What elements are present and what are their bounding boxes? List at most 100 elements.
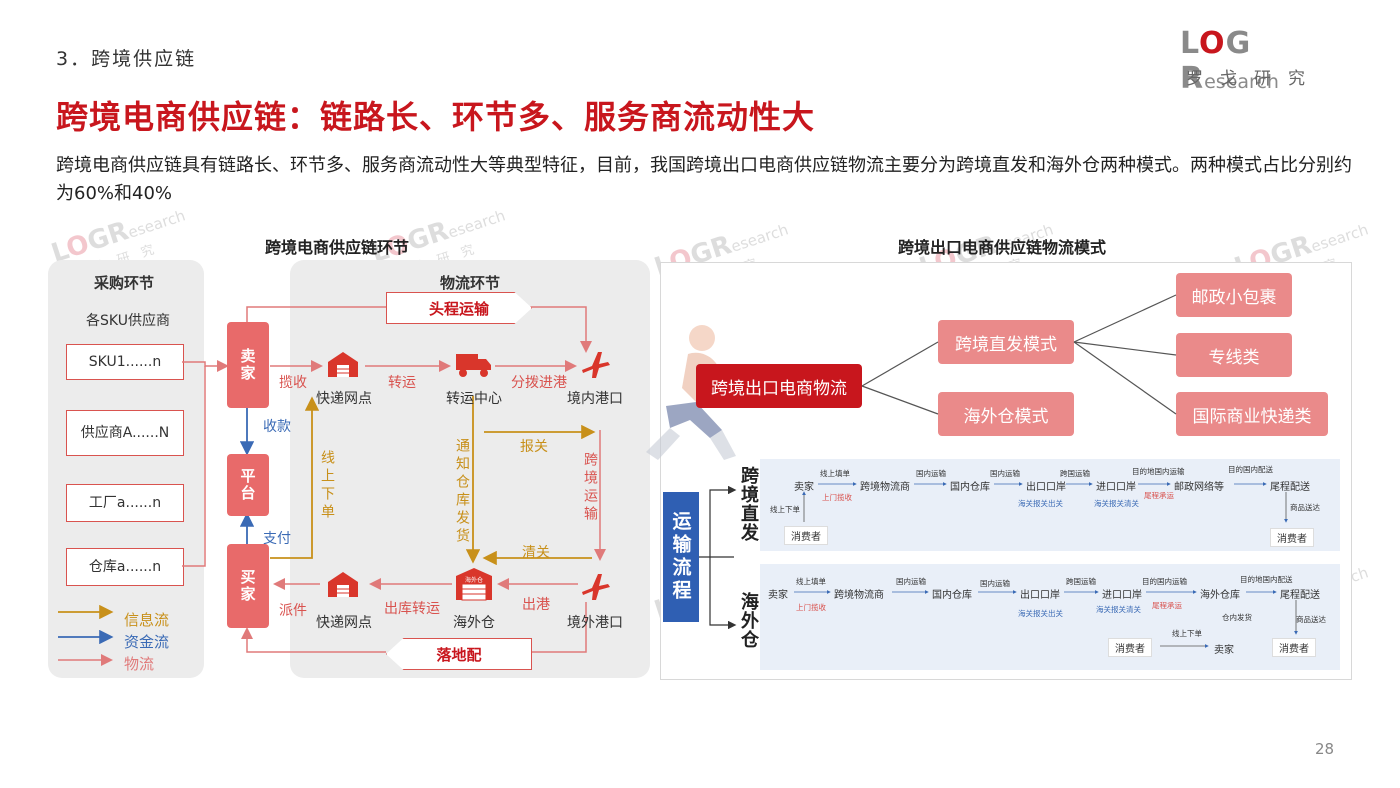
warehouse-icon [328,572,358,597]
supplier-box: 供应商A......N [66,410,184,456]
transport-process-label: 运输流程 [663,492,699,622]
overseas-flow-arrows [794,590,1298,648]
root-node: 跨境出口电商物流 [696,364,862,408]
seller-node: 卖家 [227,322,269,408]
airplane-icon [582,574,610,600]
edge-label-deliver: 派件 [279,603,307,619]
flow-node: 卖家 [794,482,814,493]
flow-sub-label: 商品送达 [1290,503,1320,512]
right-diagram-title: 跨境出口电商供应链物流模式 [898,238,1107,257]
overseas-warehouse-label: 海外仓 [453,615,495,631]
logo-chinese: 罗戈研究 [1186,69,1322,89]
platform-node: 平台 [227,454,269,516]
flow-node: 出口口岸 [1020,590,1060,601]
section-number: 3．跨境供应链 [56,48,197,70]
overseas-flow-band [760,564,1340,670]
logistics-title: 物流环节 [440,274,501,292]
flow-node: 国内仓库 [932,590,972,601]
page-description: 跨境电商供应链具有链路长、环节多、服务商流动性大等典型特征，目前，我国跨境出口电… [56,155,1352,204]
legend-capital-flow: 资金流 [124,633,170,651]
flow-sub-label: 商品送达 [1296,615,1326,624]
consumer-box: 消费者 [784,526,828,545]
transfer-center-label: 转运中心 [446,391,502,407]
logo-mark: LOG Research [1180,26,1279,96]
direct-flow-band [760,459,1340,551]
page-number: 28 [1315,740,1335,758]
flow-sub-label: 海关报关清关 [1096,605,1141,614]
left-diagram-title: 跨境电商供应链环节 [265,238,410,257]
flow-edge-label: 目的国内配送 [1228,465,1273,474]
procurement-subtitle: 各SKU供应商 [86,313,170,329]
flow-sub-label: 线上下单 [1172,629,1202,638]
flow-edge-label: 国内运输 [916,469,946,478]
flow-node: 邮政网络等 [1174,482,1224,493]
flow-edge-label: 国内运输 [990,469,1020,478]
flow-sub-label: 仓内发货 [1222,613,1252,622]
supplier-box: 工厂a......n [66,484,184,522]
express-node-label: 快递网点 [316,615,372,631]
flow-edge-label: 国内运输 [980,579,1010,588]
flow-sub-label: 线上下单 [770,505,800,514]
flow-edge-label: 目的地国内配送 [1240,575,1293,584]
flow-node: 尾程配送 [1270,482,1310,493]
flow-edge-label: 目的国内运输 [1142,577,1187,586]
left-diagram-connectors [58,306,606,666]
airplane-icon [582,352,610,378]
flow-node: 卖家 [768,590,788,601]
direct-label: 跨境直发 [738,466,759,542]
flow-sub-label: 尾程承运 [1152,601,1182,610]
direct-flow-arrows [802,482,1288,523]
procurement-panel [48,260,204,678]
flow-sub-label: 海关报关出关 [1018,609,1063,618]
truck-icon [456,354,491,377]
edge-label-outbound: 出库转运 [384,601,440,617]
right-tree-connectors [861,294,1177,415]
flow-node: 跨境物流商 [860,482,910,493]
flow-node: 跨境物流商 [834,590,884,601]
consumer-box: 消费者 [1108,638,1152,657]
overseas-mode-node: 海外仓模式 [938,392,1074,436]
flow-edge-label: 目的地国内运输 [1132,467,1185,476]
flow-sub-label: 尾程承运 [1144,491,1174,500]
edge-label-pickup: 揽收 [279,375,307,391]
edge-label-online-order: 线上下单 [319,450,335,522]
legend-info-flow: 信息流 [124,611,170,629]
edge-label-collect-payment: 收款 [263,419,291,435]
page-title: 跨境电商供应链：链路长、环节多、服务商流动性大 [56,98,816,136]
flow-node: 国内仓库 [950,482,990,493]
domestic-port-label: 境内港口 [567,391,623,407]
legend-logistics-flow: 物流 [124,655,155,673]
channel-node: 国际商业快递类 [1176,392,1328,436]
seller-label: 卖家 [1214,645,1234,656]
flow-node: 进口口岸 [1102,590,1142,601]
logo: LOG Research 罗戈研究 [1180,26,1350,96]
flow-edge-label: 线上填单 [796,577,826,586]
logistics-panel [290,260,650,678]
edge-label-distribute: 分拨进港 [511,375,567,391]
flow-edge-label: 跨国运输 [1066,577,1096,586]
consumer-box: 消费者 [1270,528,1314,547]
head-transport-label: 头程运输 [386,292,532,324]
last-mile-label: 落地配 [386,638,532,670]
flow-node: 进口口岸 [1096,482,1136,493]
direct-mode-node: 跨境直发模式 [938,320,1074,364]
overseas-label: 海外仓 [738,592,759,649]
overseas-port-label: 境外港口 [567,615,623,631]
flow-sub-label: 上门揽收 [796,603,826,612]
edge-label-cross-border: 跨境运输 [582,452,598,524]
flow-edge-label: 国内运输 [896,577,926,586]
flow-sub-label: 海关报关出关 [1018,499,1063,508]
procurement-title: 采购环节 [94,274,155,292]
transport-branch-connectors [699,485,737,630]
flow-node: 出口口岸 [1026,482,1066,493]
flow-edge-label: 跨国运输 [1060,469,1090,478]
express-node-label: 快递网点 [316,391,372,407]
edge-label-notify-warehouse: 通知仓库发货 [454,438,470,546]
supplier-box: 仓库a......n [66,548,184,586]
flow-sub-label: 上门揽收 [822,493,852,502]
edge-label-transfer: 转运 [388,375,416,391]
channel-node: 邮政小包裹 [1176,273,1292,317]
flow-node: 尾程配送 [1280,590,1320,601]
buyer-node: 买家 [227,544,269,628]
overseas-warehouse-icon: 海外仓 [454,566,494,602]
